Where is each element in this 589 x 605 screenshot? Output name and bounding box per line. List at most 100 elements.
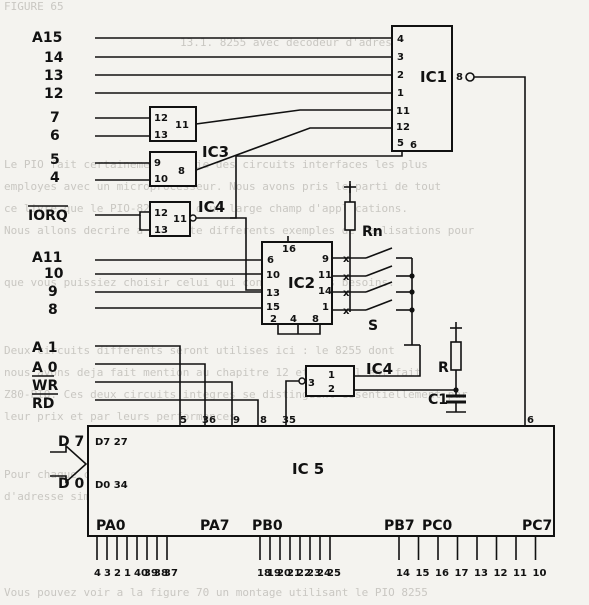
ic1-pin-2: 2 [397,70,404,81]
port-pa7: PA7 [200,518,230,534]
ic3-pins: 12 13 11 9 10 8 [154,113,189,185]
ic4-gate-2-pins: 1 2 3 [308,370,335,395]
ic5-lead-number: 23 [307,568,321,579]
label-a0: A 0 [32,360,58,376]
ic5-lead-number: 12 [494,568,508,579]
reset-wire [285,380,299,426]
address-labels: A15 14 13 12 7 6 5 4 IORQ A11 10 9 8 A 1… [28,30,84,492]
ic2-pin-10: 10 [266,270,280,281]
ic5-lead-number: 21 [287,568,301,579]
rn-label: Rn [362,224,383,240]
ic5-pin-36: 36 [202,415,216,426]
ic3-gate-2 [149,151,197,187]
ic2-pin-15: 15 [266,302,280,313]
background-text: FIGURE 65 13.1. 8255 avec decodeur d'adr… [4,0,475,599]
port-pb7: PB7 [384,518,415,534]
ic1-pin-1: 1 [397,88,404,99]
ic2-pin-14: 14 [318,286,332,297]
label-a8: 8 [48,302,58,318]
ic5-lead-number: 3 [104,568,111,579]
ic4-pin-13: 13 [154,225,168,236]
ic5-d7-pin: D7 27 [95,437,128,448]
bg-line-2: Le PIO fait certainement partie des circ… [4,158,428,171]
ic1-output-wire [474,76,526,426]
ic1-pin-6: 6 [410,140,417,151]
ic2-input-wires [95,217,321,335]
ic5-lead-number: 10 [533,568,547,579]
label-a14: 14 [44,50,64,66]
ic5-lead-number: 18 [257,568,271,579]
ic5-pin-9: 9 [233,415,240,426]
ic5-pin-5: 5 [180,415,187,426]
r-label: R [438,360,449,376]
ic5-lead-number: 38 [154,568,168,579]
ic2-body [261,241,333,325]
ic5-body [87,425,555,537]
label-a11: A11 [32,250,62,266]
ic1-input-wires [95,37,403,219]
label-a15: A15 [32,30,62,46]
label-a10: 10 [44,266,64,282]
ic4-gate-2-bubble [298,377,306,385]
bg-line-3: employes avec un microprocesseur. Nous a… [4,180,441,193]
label-rd: RD [32,396,54,412]
switch-x-2: x [343,272,350,283]
iorq-wire-2 [139,215,150,231]
control-wires [95,345,259,426]
ic4-label-2: IC4 [366,360,393,378]
bg-line-4: ce livre que le PIO-8255 est d'un large … [4,202,408,215]
ic3-label: IC3 [202,143,229,161]
label-d7: D 7 [58,434,84,450]
ic5-port-labels: PA0 PA7 PB0 PB7 PC0 PC7 [96,518,552,534]
bg-line-13: Vous pouvez voir a la figure 70 un monta… [4,586,428,599]
ic4-gate-1-bubble [189,214,197,222]
ic1-output-bubble [465,72,475,82]
label-a9: 9 [48,284,58,300]
ic1-pin-8: 8 [456,72,463,83]
label-a1: A 1 [32,340,57,356]
ic1-pin-11: 11 [396,106,410,117]
port-pa0: PA0 [96,518,126,534]
ic2-pin-1: 1 [322,302,329,313]
ic5-lead-number: 24 [317,568,331,579]
ic5-lead-number: 14 [396,568,410,579]
ic5-label: IC 5 [292,460,324,478]
label-wr: WR [32,378,58,394]
label-a12: 12 [44,86,63,102]
bg-line-10: leur prix et par leurs performances. [4,410,242,423]
ic4-pin-1: 1 [328,370,335,381]
ic3-pin-13: 13 [154,130,168,141]
ic4-gate-2 [305,365,355,397]
dip-switches[interactable]: S [365,247,420,346]
bg-line-8: nous avons deja fait mention au chapitre… [4,366,421,379]
ic4-pin-11: 11 [173,214,187,225]
ic1-pin-4: 4 [397,34,404,45]
ic1-pin-3: 3 [397,52,404,63]
ic5-lead-number: 37 [164,568,178,579]
ic2-label: IC2 [288,274,315,292]
ic3-pin-9: 9 [154,158,161,169]
ic1-label: IC1 [420,68,447,86]
ic5-lead-number: 25 [327,568,341,579]
ic3-pin-11: 11 [175,120,189,131]
iorq-wire [95,211,150,216]
ic5-lead-number: 16 [435,568,449,579]
ic1-pin-5: 5 [397,138,404,149]
ic2-pin-4: 4 [290,314,297,325]
switch-label: S [368,318,378,334]
switch-marks: x x x x [343,254,350,317]
ic5-lead-number: 20 [277,568,291,579]
ic5-pin-35: 35 [282,415,296,426]
switch-x-1: x [343,254,350,265]
ic5-d0-pin: D0 34 [95,480,128,491]
port-pc0: PC0 [422,518,453,534]
ic3-pin-10: 10 [154,174,168,185]
ic5-lead-number: 22 [297,568,311,579]
label-a5: 5 [50,152,60,168]
ic2-pins: 16 6 10 13 15 9 11 14 1 2 4 8 [266,244,332,325]
rn-network: Rn [344,181,383,312]
label-a4: 4 [50,170,60,186]
ic2-pin-2: 2 [270,314,277,325]
